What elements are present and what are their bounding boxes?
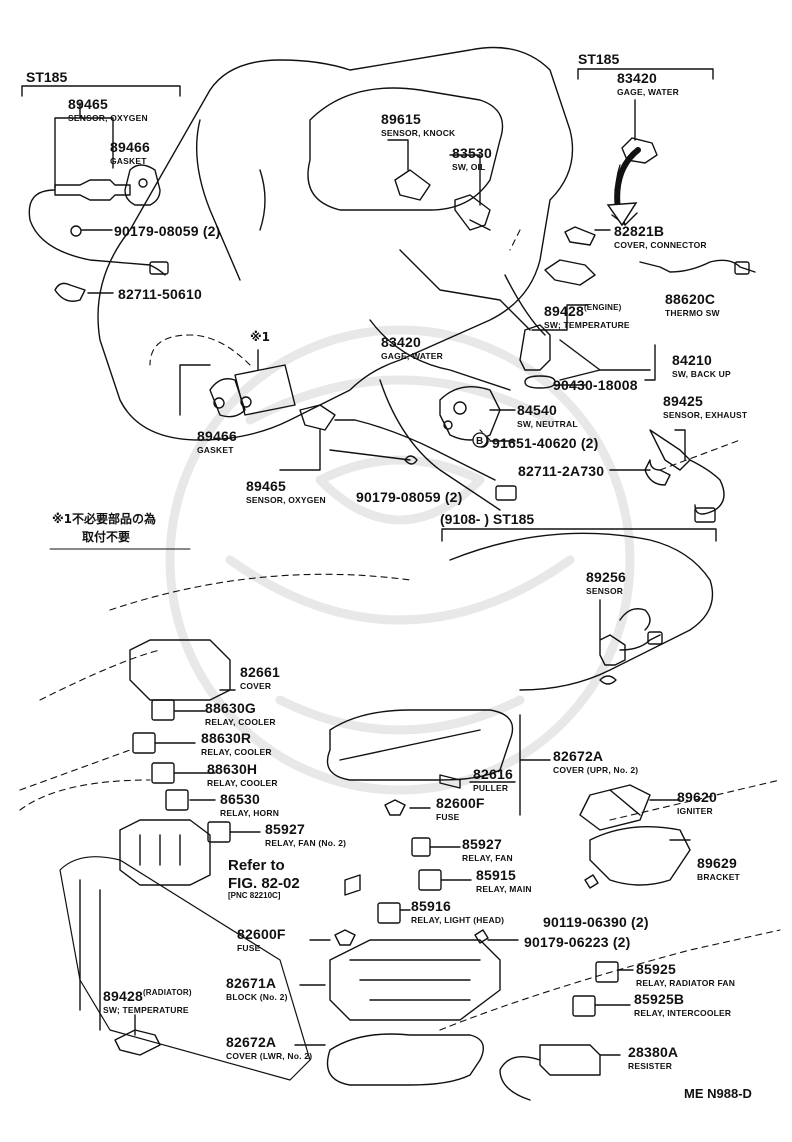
- part-90119-06390: 90119-06390 (2): [543, 914, 649, 930]
- oxygen-sensor-mid-drawing: [179, 349, 517, 501]
- part-89428-radiator: 89428(RADIATOR)SW; TEMPERATURE: [103, 988, 192, 1015]
- part-89428-engine: 89428(ENGINE)SW; TEMPERATURE: [544, 303, 630, 330]
- refer-note: Refer to FIG. 82-02 [PNC 82210C]: [228, 857, 300, 900]
- marker-b-glyph: B: [476, 436, 483, 447]
- part-90179-08059-mid: 90179-08059 (2): [356, 489, 463, 505]
- bracket-st185-left: [21, 85, 181, 97]
- marker-b-circle: [472, 432, 488, 448]
- temp-backup-switch-drawing: [519, 304, 656, 389]
- part-90179-08059-top: 90179-08059 (2): [114, 223, 221, 239]
- note-line-1: ※1不必要部品の為: [52, 512, 157, 526]
- pointer-arrow-icon: [614, 147, 641, 213]
- note-line-2: 取付不要: [82, 530, 131, 544]
- part-90430-18008: 90430-18008: [553, 377, 638, 393]
- part-91651-40620: 91651-40620 (2): [492, 435, 599, 451]
- exhaust-sensor-drawing: [609, 429, 725, 523]
- dashed-leader-lines: [19, 229, 781, 1031]
- header-st185-right: ST185: [578, 51, 620, 67]
- header-range-st185: (9108- ) ST185: [440, 511, 535, 527]
- asterisk-label: ※1: [250, 330, 271, 344]
- engine-block-outline: [97, 46, 574, 511]
- bracket-range-st185: [441, 528, 717, 542]
- part-82711-2a730: 82711-2A730: [518, 463, 605, 479]
- knock-oil-sensors-drawing: [387, 139, 491, 231]
- relay-block-drawing: [59, 639, 691, 1101]
- bracket-st185-right: [577, 68, 714, 80]
- part-90179-06223: 90179-06223 (2): [524, 934, 631, 950]
- oxygen-sensor-top-drawing: [28, 102, 169, 302]
- watermark-emblem: [165, 325, 635, 795]
- figure-code: ME N988-D: [684, 1086, 752, 1101]
- sensor-89256-drawing: [449, 532, 714, 691]
- header-st185-left: ST185: [26, 69, 68, 85]
- part-82711-50610: 82711-50610: [118, 286, 202, 302]
